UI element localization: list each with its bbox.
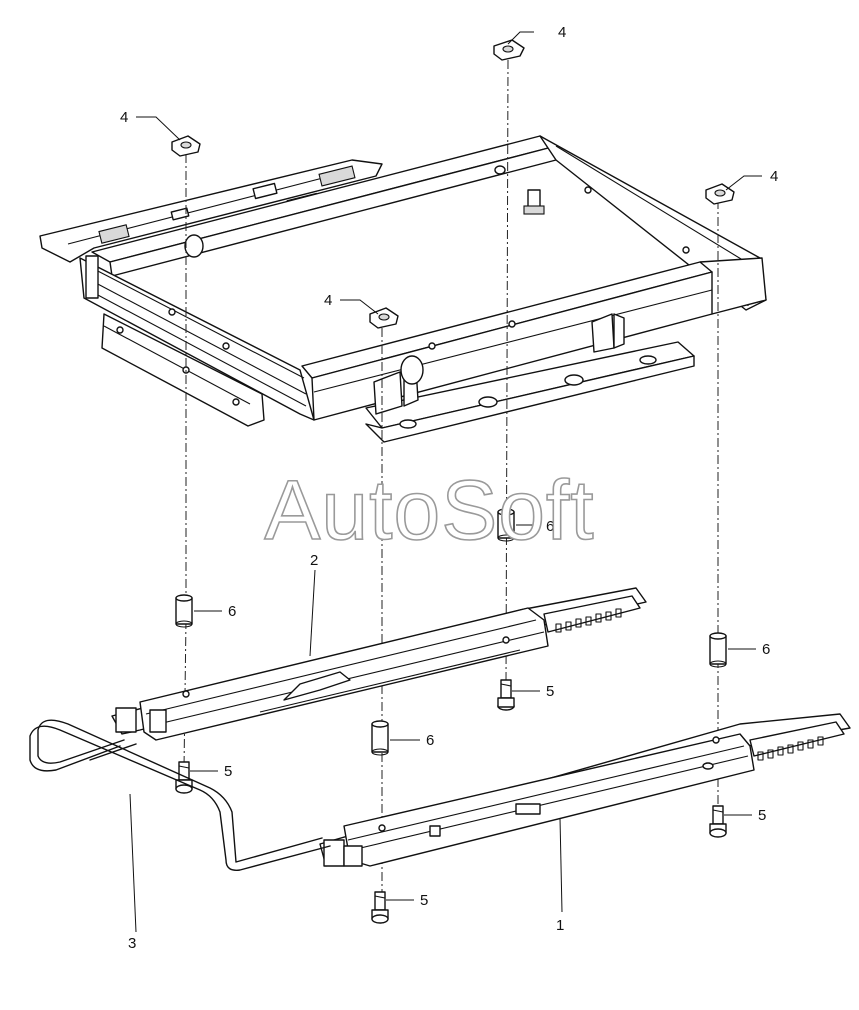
callout-5-bottom: 5: [420, 892, 428, 909]
bolt-left: [175, 761, 193, 794]
callout-2: 2: [310, 552, 318, 569]
spacer-sleeve-left: [175, 594, 193, 628]
callout-3: 3: [128, 935, 136, 952]
seat-slide-rail-right: [319, 713, 851, 867]
callout-6-left: 6: [228, 603, 236, 620]
spacer-sleeve-upper: [497, 508, 515, 542]
assembly-center-lines: [183, 59, 719, 896]
callout-labels: 4 4 4 4 6 6 6 6 5 5 5 5 2 1 3: [120, 24, 778, 952]
callout-4-left: 4: [120, 109, 128, 126]
bolt-center-bottom: [371, 891, 389, 924]
callout-5-right: 5: [758, 807, 766, 824]
callout-1: 1: [556, 917, 564, 934]
callout-6-upper: 6: [546, 518, 554, 535]
callout-5-left: 5: [224, 763, 232, 780]
callout-4-front: 4: [324, 292, 332, 309]
callout-5-upper: 5: [546, 683, 554, 700]
spacer-sleeve-center: [371, 720, 389, 756]
callout-4-right: 4: [770, 168, 778, 185]
spacer-sleeve-right: [709, 632, 727, 668]
callout-6-right: 6: [762, 641, 770, 658]
bolt-right: [709, 805, 727, 838]
seat-slide-rail-left: [111, 587, 647, 741]
seat-frame: [39, 135, 767, 443]
cage-nut-left: [171, 135, 201, 157]
callout-6-center: 6: [426, 732, 434, 749]
release-bar: [29, 719, 331, 871]
leader-lines: [129, 31, 762, 933]
callout-4-top: 4: [558, 24, 566, 41]
bolt-upper-rail: [497, 679, 515, 711]
